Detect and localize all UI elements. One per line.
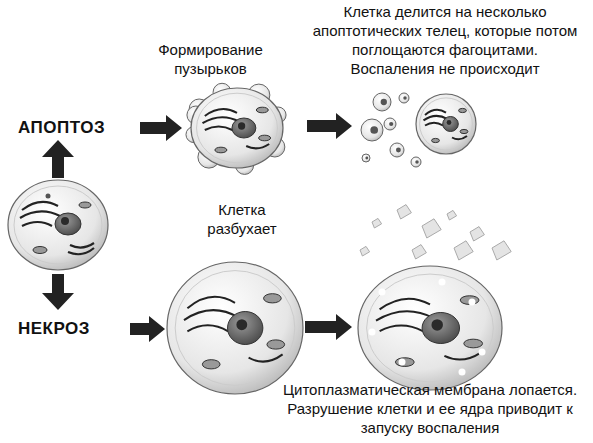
cell-stage: Клетка делится на несколько апоптотическ… [352, 80, 478, 170]
nucleus [232, 118, 256, 138]
endoplasmic-reticulum [20, 202, 94, 254]
nucleolus [447, 120, 452, 125]
apoptotic-body [384, 118, 396, 130]
block-arrow [305, 314, 352, 340]
stage-caption: Клетка разбухает [187, 200, 297, 238]
cell-membrane [416, 94, 476, 154]
mitochondrion [459, 108, 467, 112]
apoptotic-body [390, 143, 404, 157]
membrane-fragment [470, 227, 484, 241]
cell-membrane [167, 262, 303, 394]
cell-stage: Формирование пузырьков [182, 82, 307, 174]
pathway-label: НЕКРОЗ [18, 316, 130, 342]
nucleus [55, 213, 81, 235]
apoptotic-body [399, 93, 409, 103]
pathway-label: АПОПТОЗ [18, 115, 140, 141]
nucleolus [431, 319, 443, 331]
fragment [370, 126, 378, 134]
block-arrow [140, 115, 182, 141]
cell-inner-ring [197, 93, 278, 163]
membrane-hole [379, 289, 386, 296]
cell-drawing [352, 80, 478, 170]
vesicle [46, 194, 51, 199]
cell-stage: Цитоплазматическая мембрана лопается. Ра… [352, 262, 507, 392]
mitochondrion [79, 202, 91, 208]
endoplasmic-reticulum [424, 110, 468, 139]
membrane-fragment [454, 241, 473, 260]
mitochondrion [33, 247, 47, 254]
nucleolus [236, 319, 247, 330]
cell-drawing [352, 262, 507, 392]
membrane-fragment [422, 219, 441, 238]
stage-caption: Цитоплазматическая мембрана лопается. Ра… [274, 380, 586, 437]
cell-membrane [358, 266, 502, 390]
fragment [403, 96, 407, 100]
cell-drawing [165, 258, 305, 398]
endoplasmic-reticulum [376, 299, 480, 360]
stage-caption: Клетка делится на несколько апоптотическ… [310, 2, 580, 78]
cell-membrane [191, 88, 283, 168]
mitochondrion [259, 135, 271, 141]
nucleus [228, 312, 263, 345]
mitochondrion [395, 358, 414, 367]
cell-inner-ring [175, 271, 295, 386]
membrane-fragment [397, 205, 411, 219]
membrane-fragment [447, 210, 457, 220]
apoptotic-body [361, 119, 383, 141]
mitochondrion [464, 339, 483, 348]
cell-stage: Клетка разбухает [165, 258, 305, 398]
block-arrow-down [42, 274, 74, 310]
fragment [389, 122, 393, 126]
mitochondrion [267, 340, 285, 349]
membrane-fragment [492, 241, 511, 260]
cell-membrane [8, 180, 108, 270]
endoplasmic-reticulum [184, 297, 283, 362]
fragment [365, 157, 368, 160]
block-arrow-up [42, 140, 74, 178]
membrane-hole [469, 299, 476, 306]
fragment [415, 160, 419, 164]
mitochondrion [432, 138, 440, 142]
membrane-hole [369, 329, 376, 336]
fragment [381, 99, 387, 105]
nucleus [443, 117, 459, 132]
cell-inner-ring [14, 186, 102, 264]
mitochondrion [460, 129, 468, 133]
apoptotic-body [411, 157, 421, 167]
cell-drawing [182, 82, 307, 174]
membrane-hole [479, 349, 486, 356]
mitochondrion [202, 360, 220, 369]
mitochondrion [264, 294, 282, 303]
normal-cell [8, 180, 108, 270]
nucleus [422, 313, 459, 344]
stage-caption: Формирование пузырьков [148, 40, 273, 78]
mitochondrion [215, 147, 227, 153]
endoplasmic-reticulum [203, 109, 270, 148]
cell-inner-ring [367, 274, 494, 382]
membrane-hole [439, 279, 446, 286]
membrane-hole [459, 369, 466, 376]
nucleolus [61, 217, 69, 225]
pathway-title: НЕКРОЗ [18, 316, 130, 342]
nucleolus [238, 122, 245, 129]
apoptotic-body [373, 93, 391, 111]
membrane-fragment [412, 245, 426, 259]
membrane-hole [399, 359, 406, 366]
cell-inner-ring [420, 98, 473, 150]
apoptotic-body [362, 154, 370, 162]
block-arrow [130, 316, 165, 342]
membrane-fragment [360, 246, 370, 256]
pathway-title: АПОПТОЗ [18, 115, 140, 141]
mitochondrion [256, 107, 268, 113]
membrane-fragment [372, 218, 382, 228]
fragment [396, 148, 401, 153]
block-arrow [307, 113, 352, 139]
